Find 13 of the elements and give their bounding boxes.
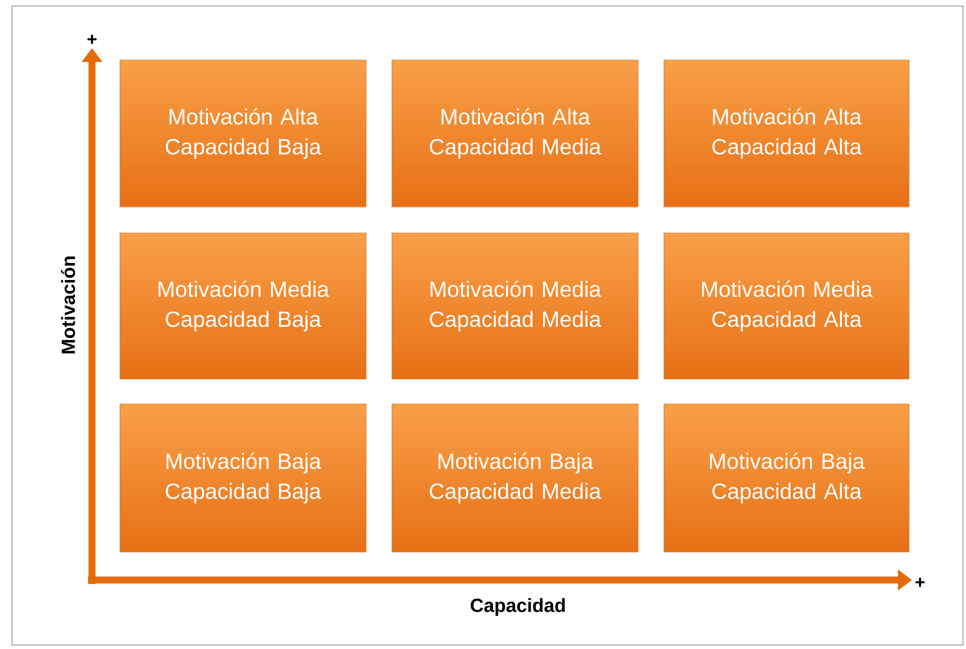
matrix-box: Motivación Alta Capacidad Media (392, 60, 638, 208)
matrix-box: Motivación Baja Capacidad Media (392, 404, 638, 552)
matrix-box: Motivación Media Capacidad Media (392, 232, 638, 380)
plus-sign: + (916, 578, 925, 587)
axis-label: Capacidad (470, 598, 565, 616)
matrix-box: Motivación Alta Capacidad Alta (664, 60, 910, 208)
axis-label: Motivación (60, 256, 76, 354)
matrix-box: Motivación Baja Capacidad Alta (664, 404, 910, 552)
plus-sign: + (88, 34, 97, 44)
matrix-box: Motivación Media Capacidad Baja (120, 232, 366, 380)
matrix-box: Motivación Media Capacidad Alta (664, 232, 910, 380)
matrix-box: Motivación Alta Capacidad Baja (120, 60, 366, 208)
matrix-box: Motivación Baja Capacidad Baja (120, 404, 366, 552)
